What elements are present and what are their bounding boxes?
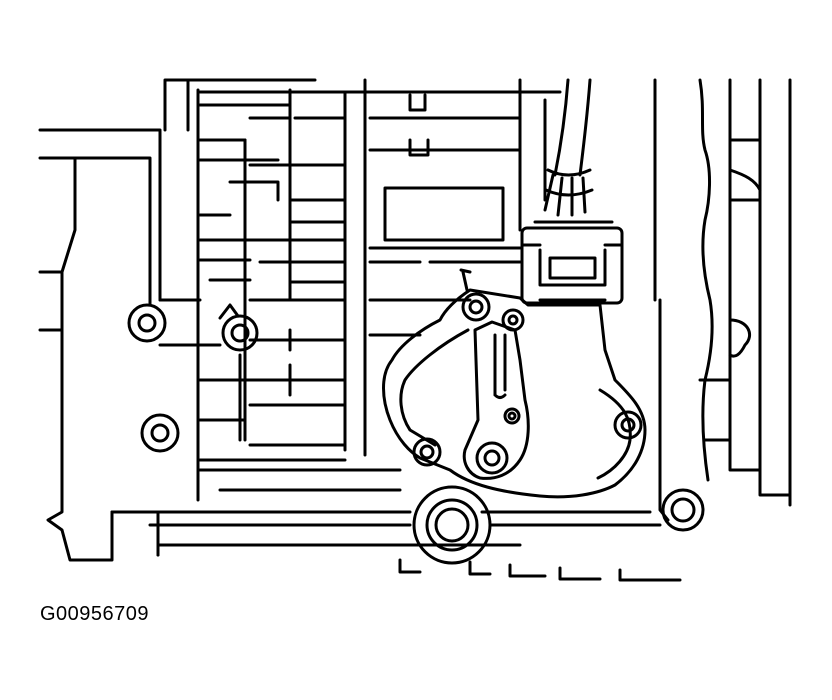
position-sensor-housing — [382, 288, 647, 499]
valve-body — [158, 78, 547, 502]
sensor-housing-inner — [399, 328, 632, 480]
valve-body-ribs-lower — [158, 298, 472, 492]
wiring-harness — [543, 78, 594, 217]
case-bolt-left-lower-center — [150, 423, 170, 443]
case-right-outline — [653, 78, 792, 522]
shift-lever-arm — [462, 320, 530, 480]
bolt-top-right — [501, 308, 525, 332]
shaft-seal-center — [434, 507, 470, 543]
lever-pivot-center — [483, 449, 501, 467]
case-bolt-middle — [221, 314, 259, 352]
bolt-top-right-center — [507, 314, 519, 326]
shaft-seal-inner — [425, 498, 479, 552]
case-bolt-middle-tab — [218, 303, 240, 320]
case-fasteners — [127, 303, 705, 565]
bolt-right — [613, 410, 643, 440]
lever-small-bolt-center — [507, 411, 517, 421]
valve-body-window — [383, 186, 505, 242]
case-bolt-right-lower-center — [670, 497, 696, 523]
valve-body-ribs-upper — [198, 93, 522, 284]
case-bolt-left-lower — [140, 413, 180, 453]
lever-pivot-nut — [475, 441, 509, 475]
case-bottom-rail — [110, 510, 682, 582]
case-bolt-left-upper — [127, 303, 167, 343]
bolt-top-left — [461, 292, 491, 322]
lever-small-bolt — [503, 407, 521, 425]
connector-detail — [520, 220, 624, 302]
bolt-bottom-left — [412, 437, 442, 467]
case-right-lugs — [698, 138, 762, 442]
bolt-top-left-center — [468, 299, 484, 315]
bolt-bottom-left-center — [419, 444, 435, 460]
case-bolt-left-upper-center — [137, 313, 157, 333]
shaft-seal-outer — [412, 485, 492, 565]
mounting-bolts — [412, 292, 643, 467]
electrical-connector — [520, 220, 624, 305]
shift-lever-slot — [493, 333, 507, 399]
figure-id-label: G00956709 — [40, 603, 150, 625]
sensor-housing-outline — [382, 288, 647, 499]
harness-sleeve — [544, 168, 594, 197]
bolt-right-center — [620, 417, 636, 433]
manual-shift-lever — [462, 320, 530, 480]
connector-body — [520, 226, 624, 305]
transmission-case — [38, 78, 682, 582]
case-bolt-right-lower — [661, 488, 705, 532]
case-right-side — [653, 78, 792, 522]
valve-body-small-tab — [459, 268, 472, 292]
case-left-outline — [38, 128, 162, 562]
case-bolt-middle-center — [230, 323, 250, 343]
case-top-edge — [163, 78, 562, 132]
valve-body-verticals — [196, 78, 547, 502]
